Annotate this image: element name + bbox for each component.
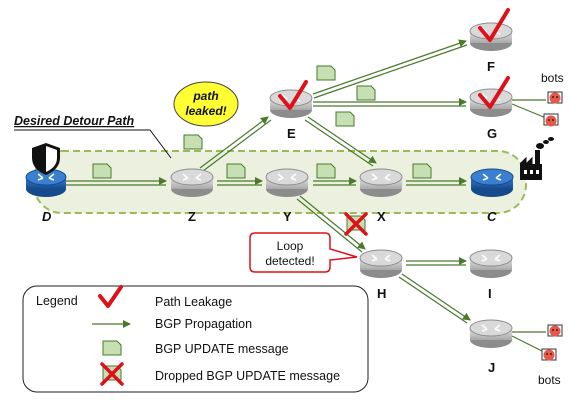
message-icon (92, 163, 112, 179)
router-Z (170, 168, 214, 197)
node-label-J: J (488, 360, 495, 375)
message-icon (183, 134, 203, 150)
router-J (469, 319, 513, 348)
bot-icon (547, 324, 563, 337)
bot-icon (547, 91, 563, 104)
bots-label: bots (541, 71, 564, 85)
loop-detected-line2: detected! (265, 254, 314, 268)
router-H (359, 249, 403, 278)
detour-pointer-line (14, 129, 172, 159)
node-label-F: F (487, 59, 495, 74)
legend-item-bgp-update: BGP UPDATE message (155, 342, 289, 356)
message-icon (335, 111, 355, 127)
message-icon (356, 85, 376, 101)
legend-item-bgp-propagation: BGP Propagation (155, 317, 252, 331)
message-icon (316, 163, 336, 179)
dropped-message-icon (344, 212, 368, 236)
factory-icon (519, 137, 554, 180)
node-label-C: C (487, 209, 497, 224)
node-label-D: D (42, 209, 52, 224)
node-label-Y: Y (283, 209, 292, 224)
bots-label: bots (538, 373, 561, 387)
path-leaked-line2: leaked! (185, 104, 226, 118)
path-leaked-callout: path leaked! (173, 81, 239, 127)
path-leakage-check-icon (278, 80, 308, 110)
bgp-propagation-edges (66, 39, 547, 354)
node-label-G: G (487, 126, 497, 141)
green-message-icon (102, 340, 122, 356)
shield-icon (32, 143, 60, 175)
message-icon (226, 163, 246, 179)
bot-icon (541, 348, 557, 361)
legend-heading: Legend (36, 294, 78, 308)
legend: Legend Path Leakage BGP Propagation BGP … (22, 285, 369, 393)
loop-detected-callout: Loop detected! (249, 232, 358, 273)
bgp-update-messages (92, 65, 432, 179)
router-X (359, 168, 403, 197)
red-checkmark-icon (98, 285, 123, 308)
path-leakage-check-icon (478, 76, 510, 109)
router-I (469, 249, 513, 278)
message-icon (412, 163, 432, 179)
dropped-message-icon (100, 362, 124, 386)
loop-detected-line1: Loop (277, 239, 304, 253)
legend-item-path-leakage: Path Leakage (155, 295, 232, 309)
bot-icon (543, 113, 559, 127)
node-label-H: H (377, 286, 386, 301)
router-C (470, 168, 514, 197)
node-label-Z: Z (188, 209, 196, 224)
message-icon (316, 65, 336, 81)
node-label-I: I (488, 286, 492, 301)
path-leakage-check-icon (478, 8, 510, 42)
path-leaked-line1: path (192, 89, 218, 103)
router-Y (265, 168, 309, 197)
legend-item-dropped-update: Dropped BGP UPDATE message (155, 369, 340, 383)
router-D (25, 168, 67, 197)
node-label-E: E (287, 126, 296, 141)
node-label-X: X (377, 209, 386, 224)
router-G (469, 88, 513, 117)
detour-path-label: Desired Detour Path (14, 114, 135, 128)
